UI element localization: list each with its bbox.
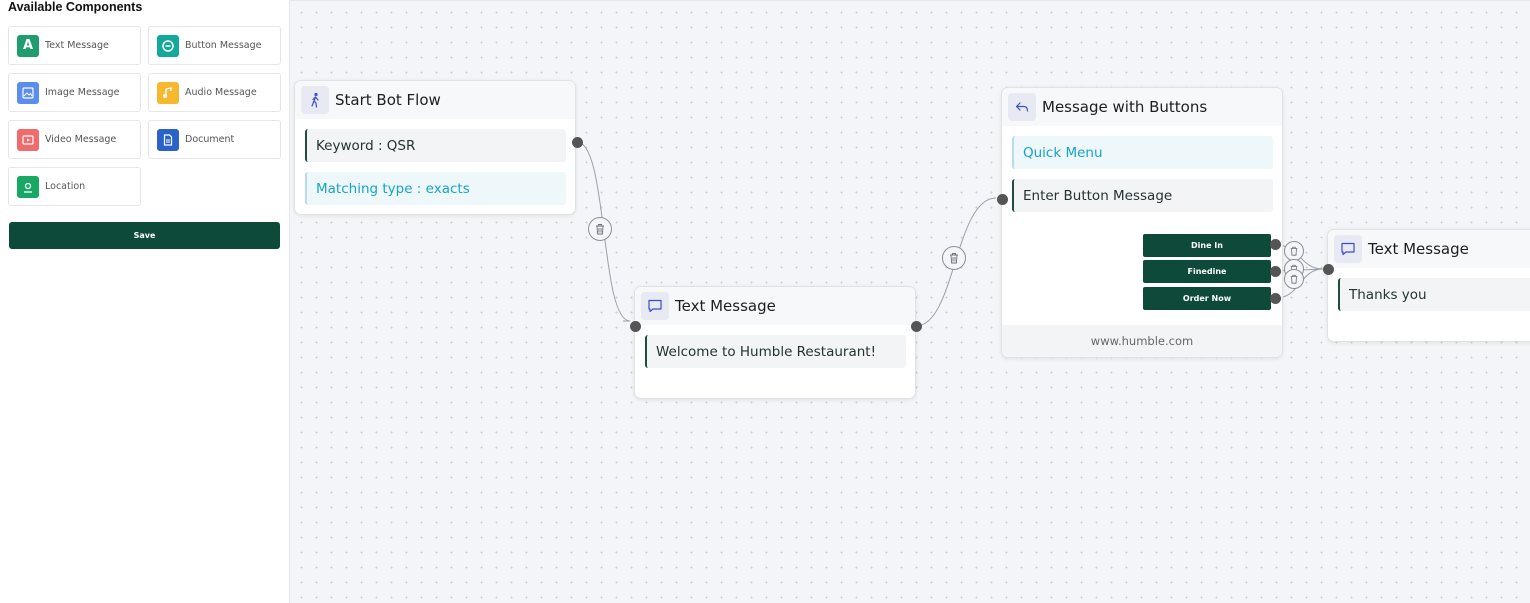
- node-header: Start Bot Flow: [295, 81, 575, 119]
- option-button[interactable]: Dine In: [1143, 234, 1271, 257]
- body-field[interactable]: Enter Button Message: [1012, 179, 1273, 212]
- node-header: Text Message: [635, 287, 915, 325]
- text-node-output-handle[interactable]: [911, 321, 922, 332]
- node-title: Text Message: [675, 297, 776, 315]
- sidebar-title: Available Components: [8, 0, 143, 14]
- footer-text: www.humble.com: [1002, 325, 1282, 357]
- component-label: Text Message: [45, 40, 109, 51]
- trash-icon: [596, 224, 604, 235]
- node-header: Text Message: [1328, 230, 1530, 268]
- component-label: Location: [45, 181, 86, 192]
- text-node-input-handle[interactable]: [630, 321, 641, 332]
- message-field[interactable]: Welcome to Humble Restaurant!: [645, 335, 906, 368]
- keyword-field[interactable]: Keyword : QSR: [305, 129, 566, 162]
- start-bot-flow-node[interactable]: Start Bot Flow Keyword : QSR Matching ty…: [294, 80, 576, 215]
- video-icon: [17, 128, 39, 151]
- component-label: Image Message: [45, 87, 120, 98]
- button-output-handle[interactable]: [1270, 239, 1281, 250]
- chat-bubble-icon: [641, 292, 669, 320]
- walking-person-icon: [301, 86, 329, 114]
- chat-bubble-icon: [1334, 235, 1362, 263]
- node-title: Message with Buttons: [1042, 98, 1208, 116]
- text-node-input-handle[interactable]: [1323, 264, 1334, 275]
- component-label: Button Message: [185, 40, 262, 51]
- node-header: Message with Buttons: [1002, 88, 1282, 126]
- component-text-message[interactable]: A Text Message: [8, 26, 141, 65]
- components-sidebar: Available Components A Text Message Butt…: [0, 0, 289, 603]
- option-button[interactable]: Order Now: [1143, 287, 1271, 310]
- component-label: Document: [185, 134, 235, 145]
- delete-edge-button[interactable]: [942, 246, 966, 270]
- component-document[interactable]: Document: [148, 120, 281, 159]
- document-icon: [157, 128, 179, 151]
- location-icon: [17, 175, 39, 198]
- trash-icon: [950, 253, 958, 264]
- message-field[interactable]: Thanks you: [1338, 278, 1530, 311]
- text-message-node[interactable]: Text Message Welcome to Humble Restauran…: [634, 286, 916, 399]
- component-location[interactable]: Location: [8, 167, 141, 206]
- option-button[interactable]: Finedine: [1143, 260, 1271, 283]
- audio-icon: [157, 81, 179, 104]
- node-title: Start Bot Flow: [335, 91, 441, 109]
- button-output-handle[interactable]: [1270, 266, 1281, 277]
- trash-icon: [1290, 246, 1298, 256]
- component-label: Audio Message: [185, 87, 257, 98]
- reply-arrow-icon: [1008, 93, 1036, 121]
- text-icon: A: [17, 34, 39, 57]
- component-image-message[interactable]: Image Message: [8, 73, 141, 112]
- matching-type-field[interactable]: Matching type : exacts: [305, 172, 566, 205]
- image-icon: [17, 81, 39, 104]
- text-message-node[interactable]: Text Message Thanks you: [1327, 229, 1530, 342]
- delete-edge-button[interactable]: [1284, 241, 1304, 261]
- component-label: Video Message: [45, 134, 117, 145]
- button-message-icon: [157, 34, 179, 57]
- node-title: Text Message: [1368, 240, 1469, 258]
- header-field[interactable]: Quick Menu: [1012, 136, 1273, 169]
- save-button[interactable]: Save: [9, 222, 280, 249]
- component-button-message[interactable]: Button Message: [148, 26, 281, 65]
- delete-edge-button[interactable]: [1284, 269, 1304, 289]
- delete-edge-button[interactable]: [588, 217, 612, 241]
- start-output-handle[interactable]: [572, 137, 583, 148]
- trash-icon: [1290, 274, 1298, 284]
- flow-canvas[interactable]: Start Bot Flow Keyword : QSR Matching ty…: [289, 0, 1530, 603]
- component-video-message[interactable]: Video Message: [8, 120, 141, 159]
- component-audio-message[interactable]: Audio Message: [148, 73, 281, 112]
- buttons-node-input-handle[interactable]: [997, 194, 1008, 205]
- message-with-buttons-node[interactable]: Message with Buttons Quick Menu Enter Bu…: [1001, 87, 1283, 358]
- button-output-handle[interactable]: [1270, 293, 1281, 304]
